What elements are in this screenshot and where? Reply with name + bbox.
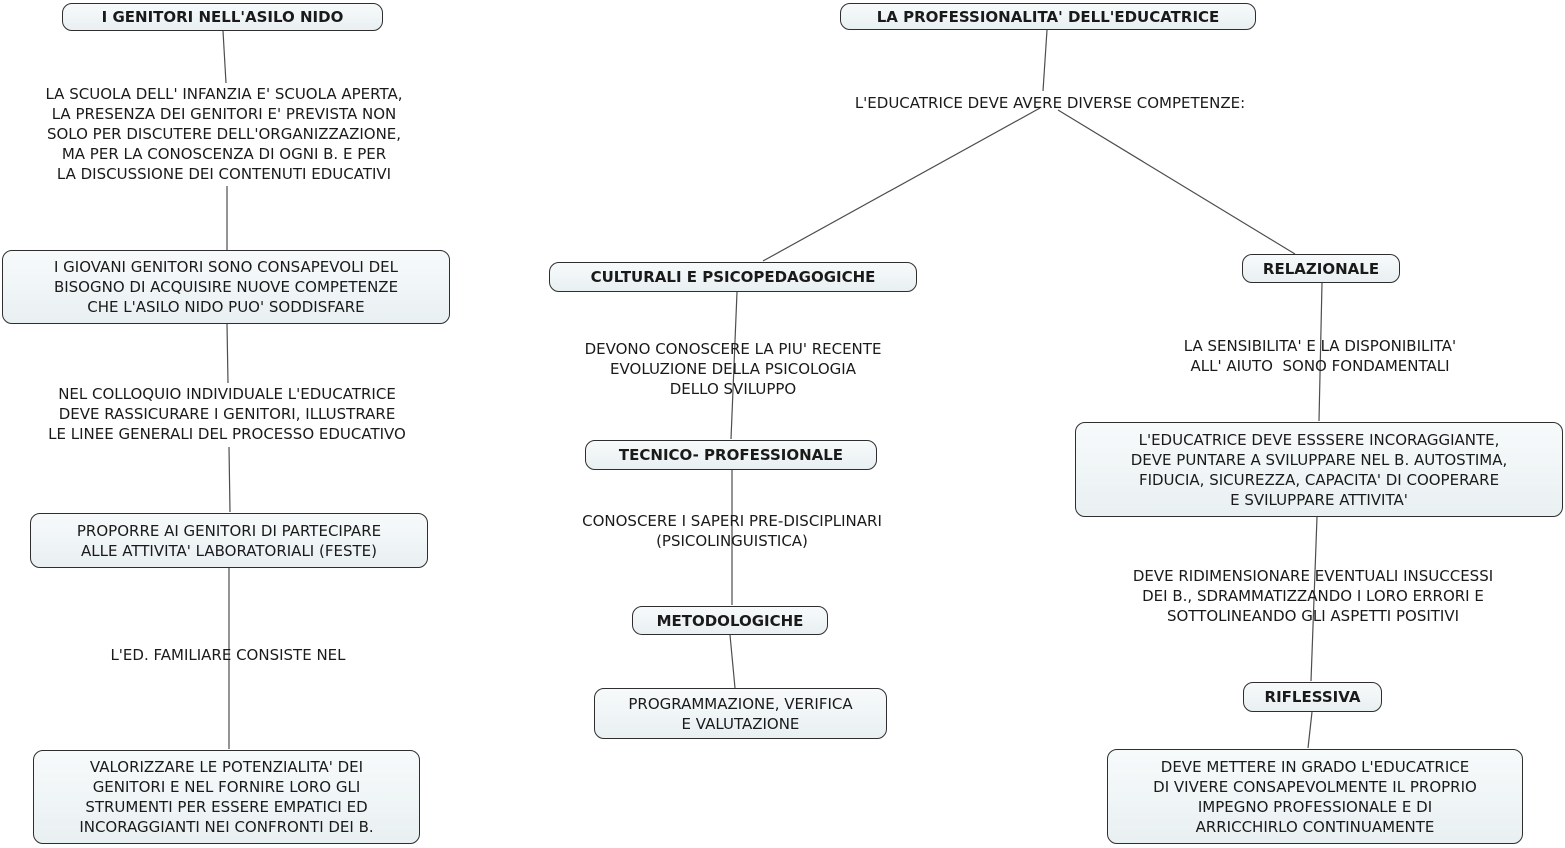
node-tecnico-professionale[interactable]: TECNICO- PROFESSIONALE — [585, 440, 877, 470]
connector-line — [226, 323, 229, 384]
connector-line — [1042, 29, 1048, 92]
connector-line — [1057, 109, 1296, 255]
connector-line — [1307, 711, 1313, 749]
node-genitori-asilo-nido[interactable]: I GENITORI NELL'ASILO NIDO — [62, 3, 383, 31]
label-ed-familiare[interactable]: L'ED. FAMILIARE CONSISTE NEL — [110, 646, 346, 664]
label-ridimensionare-insuccessi[interactable]: DEVE RIDIMENSIONARE EVENTUALI INSUCCESSI… — [1132, 567, 1494, 625]
node-riflessiva[interactable]: RIFLESSIVA — [1243, 682, 1382, 712]
connector-line — [762, 107, 1041, 262]
node-proporre-genitori[interactable]: PROPORRE AI GENITORI DI PARTECIPARE ALLE… — [30, 513, 428, 568]
label-scuola-aperta[interactable]: LA SCUOLA DELL' INFANZIA E' SCUOLA APERT… — [45, 85, 403, 183]
node-programmazione-verifica[interactable]: PROGRAMMAZIONE, VERIFICA E VALUTAZIONE — [594, 688, 887, 739]
node-professionalita-educatrice[interactable]: LA PROFESSIONALITA' DELL'EDUCATRICE — [840, 3, 1256, 30]
label-sensibilita-disponibilita[interactable]: LA SENSIBILITA' E LA DISPONIBILITA' ALL'… — [1183, 337, 1457, 375]
node-culturali-psicopedagogiche[interactable]: CULTURALI E PSICOPEDAGOGICHE — [549, 262, 917, 292]
node-metodologiche[interactable]: METODOLOGICHE — [632, 606, 828, 635]
connector-line — [1318, 282, 1323, 422]
node-relazionale[interactable]: RELAZIONALE — [1242, 254, 1400, 283]
node-impegno-professionale[interactable]: DEVE METTERE IN GRADO L'EDUCATRICE DI VI… — [1107, 749, 1523, 844]
label-diverse-competenze[interactable]: L'EDUCATRICE DEVE AVERE DIVERSE COMPETEN… — [854, 94, 1246, 112]
label-saperi-predisciplinari[interactable]: CONOSCERE I SAPERI PRE-DISCIPLINARI (PSI… — [582, 512, 882, 550]
connector-line — [228, 446, 231, 513]
node-giovani-genitori[interactable]: I GIOVANI GENITORI SONO CONSAPEVOLI DEL … — [2, 250, 450, 324]
node-educatrice-incoraggiante[interactable]: L'EDUCATRICE DEVE ESSSERE INCORAGGIANTE,… — [1075, 422, 1563, 517]
label-colloquio-individuale[interactable]: NEL COLLOQUIO INDIVIDUALE L'EDUCATRICE D… — [48, 385, 406, 443]
connector-line — [1310, 516, 1318, 682]
connector-line — [729, 634, 736, 689]
node-valorizzare-potenzialita[interactable]: VALORIZZARE LE POTENZIALITA' DEI GENITOR… — [33, 750, 420, 844]
label-devono-conoscere[interactable]: DEVONO CONOSCERE LA PIU' RECENTE EVOLUZI… — [584, 340, 882, 398]
connector-line — [222, 30, 227, 84]
connector-line — [730, 291, 738, 440]
